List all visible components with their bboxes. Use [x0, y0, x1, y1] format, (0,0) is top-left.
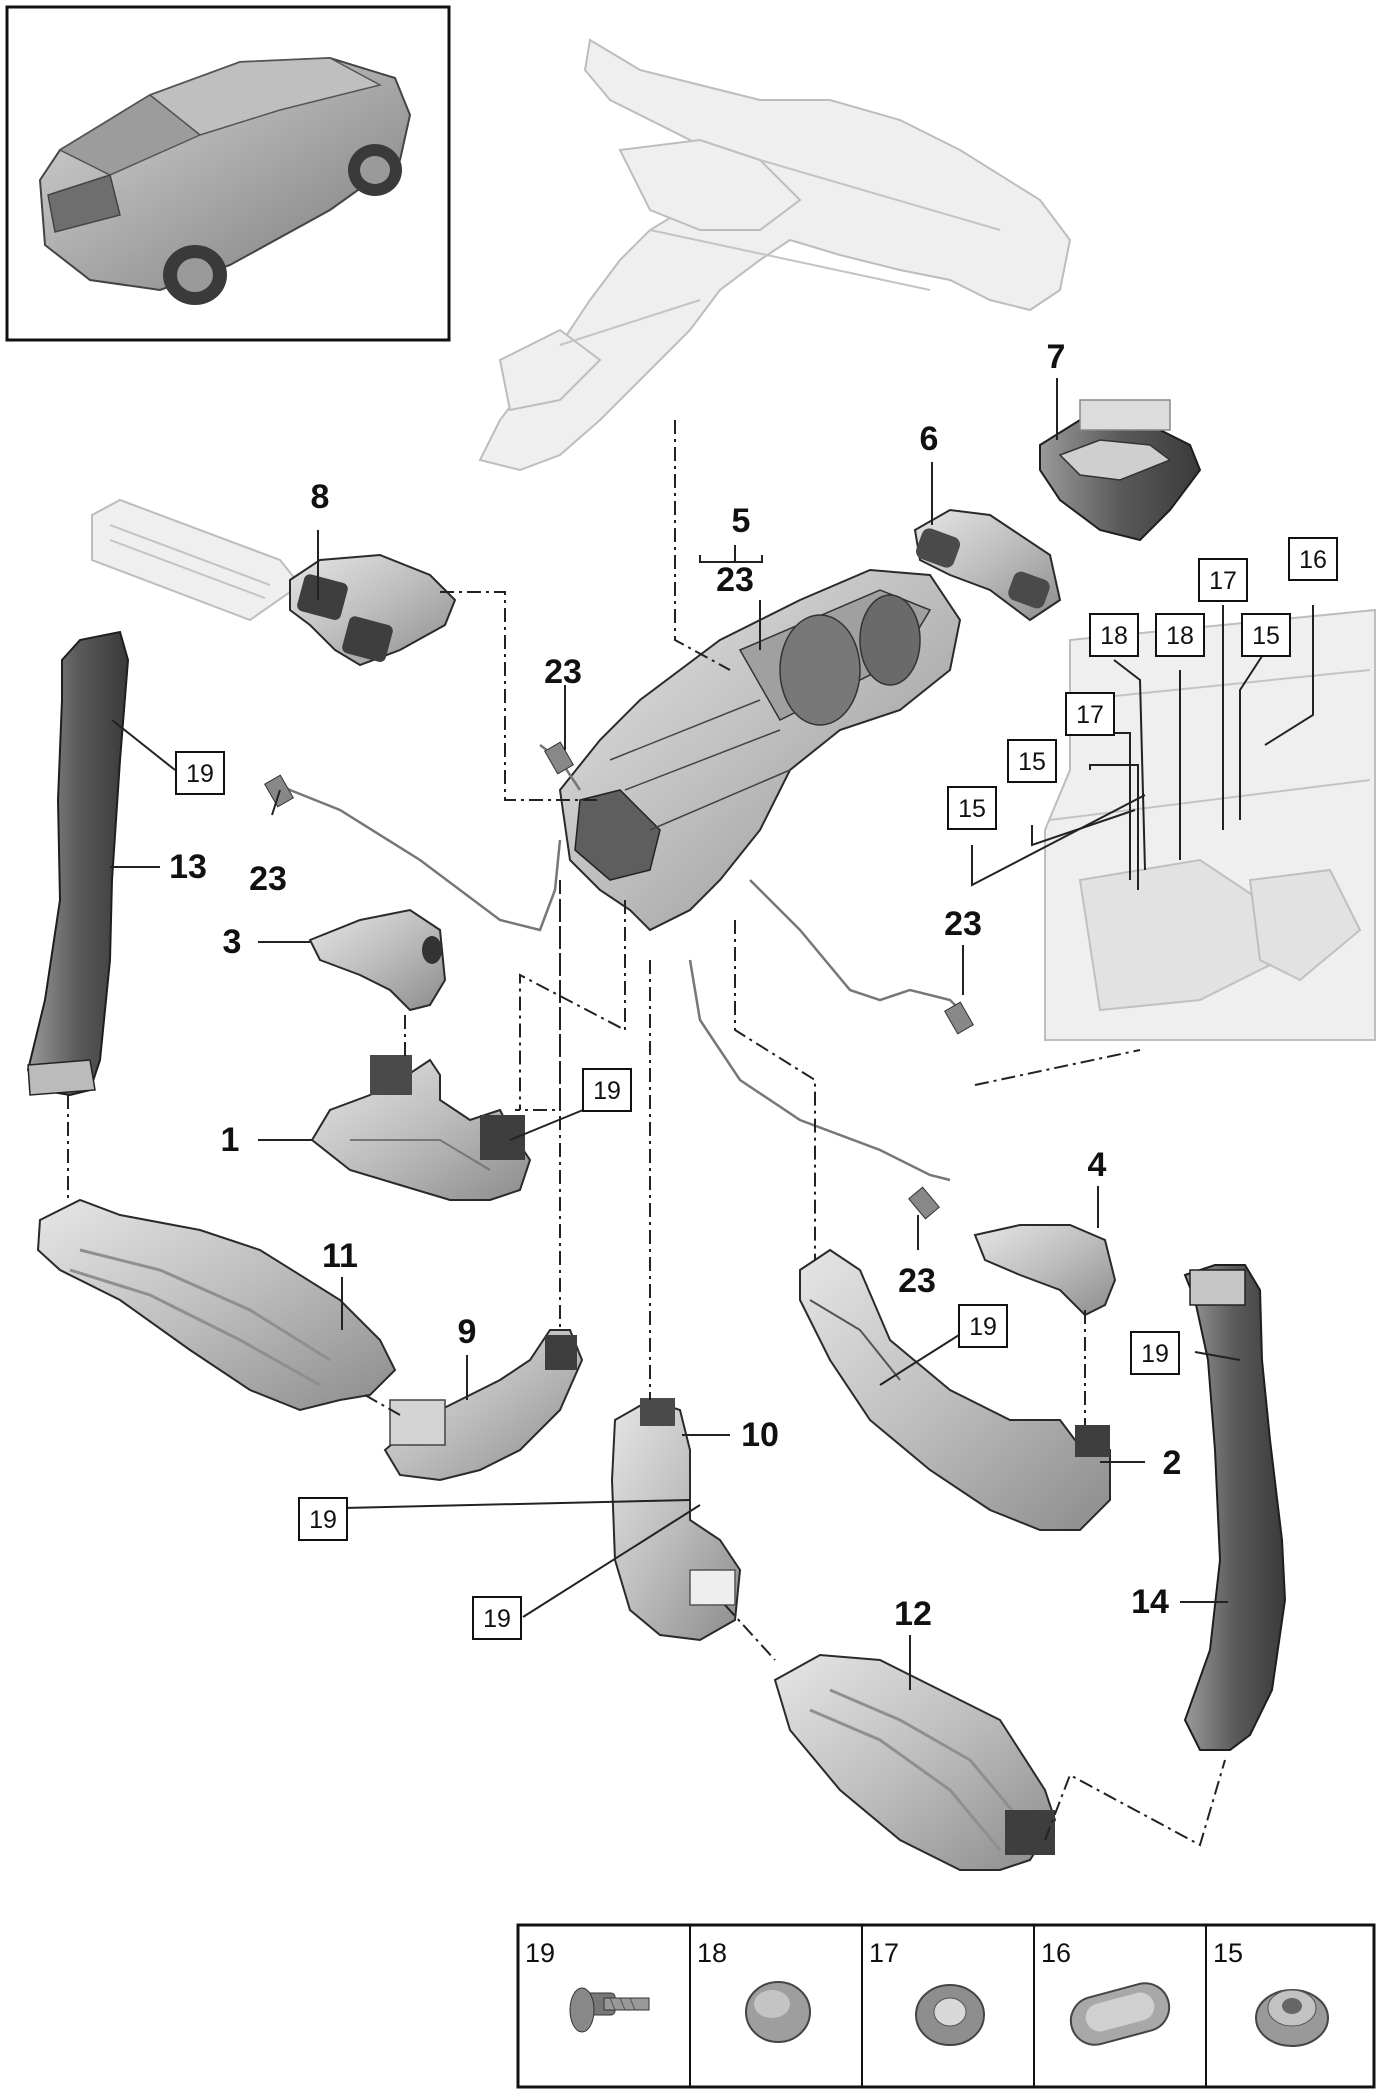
callout-5: 5	[732, 502, 751, 540]
callout-23-upper: 23	[544, 653, 582, 691]
part-8-twin-outlet	[289, 553, 457, 667]
callout-13: 13	[169, 848, 207, 886]
climate-control-housing	[558, 568, 962, 932]
plug-icon	[745, 1981, 811, 2043]
callout-6: 6	[920, 420, 939, 458]
dashboard-duct-assembly-ghost	[478, 38, 1072, 472]
legend-item-15: 15	[1213, 1938, 1329, 2047]
svg-text:18: 18	[1100, 622, 1128, 650]
callout-11: 11	[322, 1237, 358, 1275]
svg-text:16: 16	[1041, 1938, 1071, 1968]
callout-10: 10	[741, 1416, 779, 1454]
car-illustration	[38, 56, 412, 305]
part-11-floor-duct	[36, 1198, 397, 1412]
boxed-ref-15: 15	[1007, 739, 1057, 783]
svg-text:16: 16	[1299, 546, 1327, 574]
boxed-ref-17: 17	[1198, 558, 1248, 602]
part-7-duct	[1039, 399, 1202, 542]
svg-text:19: 19	[483, 1605, 511, 1633]
vent-grille-ghost	[91, 498, 302, 622]
part-9-connector-duct	[383, 1329, 584, 1482]
callout-23-lower: 23	[898, 1262, 936, 1300]
callout-labels: 1 2 3 4 5 23 6 7 8 9 10 11 12 13 14 23 2…	[169, 338, 1181, 1633]
part-6-twin-vent-duct	[913, 508, 1062, 622]
callout-23-right: 23	[944, 905, 982, 943]
oval-plug-icon	[1069, 1982, 1171, 2046]
svg-text:17: 17	[1209, 567, 1237, 595]
svg-text:19: 19	[1141, 1340, 1169, 1368]
boxed-ref-18: 18	[1155, 613, 1205, 657]
boxed-ref-19: 19	[298, 1497, 348, 1541]
callout-23-left: 23	[249, 860, 287, 898]
callout-7: 7	[1047, 338, 1066, 376]
legend-item-17: 17	[869, 1938, 985, 2046]
boxed-ref-17: 17	[1065, 692, 1115, 736]
bolt-icon	[569, 1987, 650, 2033]
callout-4: 4	[1088, 1146, 1107, 1184]
callout-23-center: 23	[716, 561, 754, 599]
part-12-floor-duct	[773, 1653, 1057, 1871]
callout-12: 12	[894, 1595, 932, 1633]
callout-14: 14	[1131, 1583, 1169, 1621]
svg-text:19: 19	[525, 1938, 555, 1968]
grommet-icon	[915, 1984, 985, 2046]
leader-lines	[110, 378, 1314, 1690]
part-14-right-tall-duct	[1183, 1264, 1287, 1751]
clip-icon	[1255, 1989, 1329, 2047]
part-3-elbow	[308, 908, 447, 1012]
svg-text:19: 19	[969, 1313, 997, 1341]
svg-text:17: 17	[1076, 701, 1104, 729]
assembly-lines	[67, 420, 1226, 1847]
boxed-ref-19: 19	[175, 751, 225, 795]
vehicle-inset	[5, 5, 451, 342]
fastener-legend: 19 18 17 16	[516, 1923, 1376, 2089]
boxed-ref-18: 18	[1089, 613, 1139, 657]
boxed-ref-19: 19	[582, 1068, 632, 1112]
svg-text:15: 15	[1252, 622, 1280, 650]
legend-item-16: 16	[1041, 1938, 1171, 2046]
svg-text:19: 19	[309, 1506, 337, 1534]
svg-text:18: 18	[697, 1938, 727, 1968]
callout-3: 3	[223, 923, 242, 961]
legend-item-18: 18	[697, 1938, 811, 2043]
svg-text:19: 19	[593, 1077, 621, 1105]
boxed-ref-19: 19	[958, 1304, 1008, 1348]
svg-text:17: 17	[869, 1938, 899, 1968]
callout-1: 1	[221, 1121, 240, 1159]
part-13-left-tall-duct	[26, 630, 130, 1097]
svg-text:15: 15	[1213, 1938, 1243, 1968]
svg-text:15: 15	[1018, 748, 1046, 776]
boxed-ref-16: 16	[1288, 537, 1338, 581]
callout-8: 8	[311, 478, 330, 516]
svg-text:15: 15	[958, 795, 986, 823]
svg-text:18: 18	[1166, 622, 1194, 650]
boxed-ref-19: 19	[472, 1596, 522, 1640]
boxed-ref-15: 15	[1241, 613, 1291, 657]
boxed-ref-15: 15	[947, 786, 997, 830]
part-1-curved-duct	[310, 1055, 532, 1201]
part-2-right-duct	[799, 1248, 1111, 1531]
callout-2: 2	[1163, 1444, 1182, 1482]
sensor-wires	[264, 741, 974, 1220]
boxed-references: 19 19 19 19 19 19 15 15	[175, 537, 1338, 1640]
svg-text:19: 19	[186, 760, 214, 788]
boxed-ref-19: 19	[1130, 1331, 1180, 1375]
part-4-elbow	[973, 1224, 1117, 1317]
legend-item-19: 19	[525, 1938, 650, 2033]
callout-9: 9	[458, 1313, 477, 1351]
floor-panel-ghost	[1044, 608, 1376, 1041]
